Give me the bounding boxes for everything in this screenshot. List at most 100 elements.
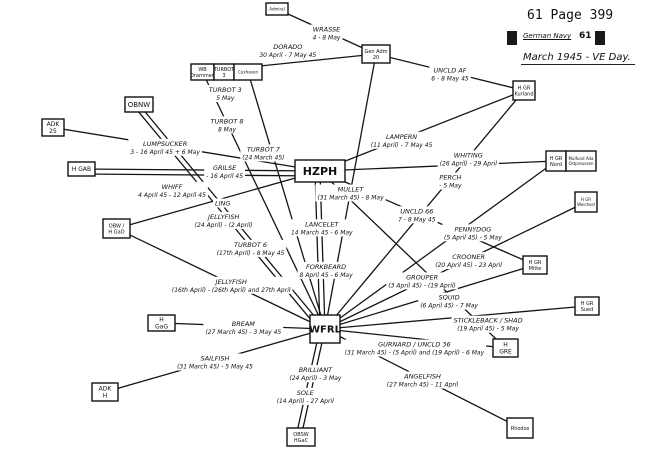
node-box [506,417,534,439]
node-label: HZPH [303,165,337,178]
link-name-label: MULLET [338,186,365,194]
link-name-label: WHIFF [162,183,183,191]
node-box [361,44,391,64]
link-line-turbot-7 [247,71,326,330]
node-obw-hgd: OBW /H GaD [102,218,131,239]
link-name-label: UNCLD AF [433,66,466,74]
link-label-grilse: GRILSE- 16 April 45 [204,163,246,181]
link-label-ling: LING [212,198,233,208]
link-label-turbot-8: TURBOT 88 May [208,116,246,134]
node-label: H GR [581,301,594,307]
node-hgab: H GAB [67,161,96,177]
link-dates-label: 8 April 45 - 6 May [300,272,354,279]
link-dates-label: (16th April) - (26th April) and 27th Apr… [172,287,291,294]
node-box [574,191,598,213]
node-label: Gen Adm [364,49,387,55]
link-name-label: GURNARD / UNCLD 36 [378,341,451,349]
link-label-background [287,365,344,383]
node-label: 25 [49,128,57,135]
node-box [492,338,519,358]
link-label-background [175,353,255,371]
link-label-background [386,272,458,290]
link-dates-label: 7 - 8 May 45 [398,216,436,223]
node-box [67,161,96,177]
diagram-title: March 1945 - VE Day. [521,52,635,65]
link-name-label: LAMPERN [386,133,417,141]
link-label-background [214,239,287,257]
link-label-background [342,339,487,357]
node-label: OBNW [128,101,151,109]
link-label-lampern: LAMPERN(11 April) - 7 May 45 [368,131,435,149]
link-name-label: PENNYDOG [454,225,491,233]
node-box [102,218,131,239]
node-cuxhaven: Cuxhaven [233,63,263,81]
link-label-grouper: GROUPER(3 April 45) - (19 April) [386,272,458,290]
link-dates-label: 5 May [216,95,235,102]
link-label-gurnard-uncld-36: GURNARD / UNCLD 36(31 March 45) - (5 Apr… [342,339,487,357]
node-box [565,150,597,172]
node-label: ADK [47,121,61,128]
link-name-label: UNCLD 66 [400,207,433,215]
link-dates-label: 4 - 8 May [313,35,341,42]
link-dates-label: (17th April) - 8 May 45 [217,250,285,257]
link-label-background [368,131,435,149]
link-label-background [208,116,246,134]
link-name-label: TURBOT 7 [247,145,281,153]
node-label: 3 [222,73,225,79]
node-box [41,118,65,137]
link-label-angelfish: ANGELFISH(27 March 45) - 11 April [384,371,461,389]
link-name-label: TURBOT 6 [234,241,267,249]
link-label-background [297,261,355,279]
link-dates-label: (3 April 45) - (19 April) [388,282,456,289]
node-label: HGaC [294,438,309,444]
link-name-label: SQUID [439,294,460,302]
node-box [233,63,263,81]
link-name-label: LANCELET [305,220,339,228]
link-line-grilse [81,168,321,172]
link-label-background [429,65,471,83]
link-name-label: SOLE [297,389,315,397]
link-dates-label: (27 March 45) - 11 April [387,382,459,389]
node-box [309,314,341,344]
node-hzph: HZPH [294,159,346,183]
link-name-label: LUMPSUCKER [143,140,187,148]
link-label-background [203,319,284,336]
link-label-background [437,172,464,190]
node-obnw: OBNW [124,96,154,113]
node-label: GRE [499,349,512,356]
link-dates-label: (19 April 45) - 5 May [457,326,519,333]
node-label: H GaD [108,229,124,235]
link-label-background [315,184,386,202]
link-label-brilliant: BRILLIANT(24 April) - 3 May [287,365,344,383]
link-label-background [396,206,438,224]
node-label: WB [198,67,207,73]
link-name-label: JELLYFISH [206,213,239,221]
link-label-background [192,212,255,229]
node-label: H GR [518,85,531,91]
node-label: H GR [581,197,591,202]
link-label-uncld-66: UNCLD 667 - 8 May 45 [396,206,438,224]
link-line-turbot-8 [201,71,326,330]
link-name-label: LING [215,200,230,208]
node-label: H [503,342,508,349]
link-label-pennydog: PENNYDOG(5 April 45) - 5 May [442,224,504,242]
link-label-background [206,85,244,102]
link-name-label: GRILSE [213,164,237,172]
link-name-label: CROONER [452,253,485,261]
link-label-turbot-6: TURBOT 6(17th April) - 8 May 45 [214,239,287,257]
link-label-background [288,219,355,237]
node-label: Kurland [514,91,533,97]
link-label-sailfish: SAILFISH(31 March 45) - 5 May 45 [175,353,255,371]
